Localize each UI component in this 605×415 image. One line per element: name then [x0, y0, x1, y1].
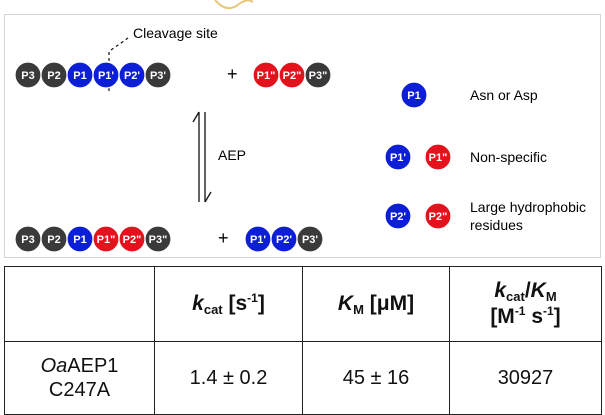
legend-badge: P2'	[384, 202, 412, 230]
legend-badge: P1"	[424, 143, 452, 171]
svg-text:P1": P1"	[97, 234, 116, 246]
svg-text:P3': P3'	[150, 70, 166, 82]
kinetics-table: kcat [s-1] KM [μM] kcat/KM [M-1 s-1] OaA…	[4, 266, 602, 415]
svg-text:P1': P1'	[98, 70, 114, 82]
svg-text:P1': P1'	[250, 234, 266, 246]
residue-badge-1: P2	[40, 225, 68, 253]
header-kcat: kcat [s-1]	[154, 266, 303, 342]
table-row: OaAEP1 C247A 1.4 ± 0.2 45 ± 16 30927	[4, 341, 602, 415]
residue-badge-1: P2"	[278, 61, 306, 89]
cleavage-site-label: Cleavage site	[133, 25, 218, 41]
residue-badge-0: P3	[14, 61, 42, 89]
svg-text:P2': P2'	[124, 70, 140, 82]
legend-badge: P1'	[384, 143, 412, 171]
svg-text:P1": P1"	[429, 152, 448, 164]
svg-text:P1: P1	[407, 90, 420, 102]
residue-badge-4: P2"	[118, 225, 146, 253]
cleavage-pointer	[110, 37, 129, 51]
residue-badge-5: P3"	[144, 225, 172, 253]
equilibrium-arrows	[192, 111, 212, 203]
table-header-row: kcat [s-1] KM [μM] kcat/KM [M-1 s-1]	[4, 266, 602, 342]
residue-badge-3: P1'	[92, 61, 120, 89]
svg-text:P2': P2'	[390, 211, 406, 223]
residue-badge-2: P3"	[304, 61, 332, 89]
residue-badge-3: P1"	[92, 225, 120, 253]
svg-text:P2": P2"	[283, 70, 302, 82]
residue-badge-0: P1"	[252, 61, 280, 89]
residue-badge-0: P3	[14, 225, 42, 253]
nucleophile-chain: P1" P2" P3"	[252, 61, 332, 89]
svg-text:P2: P2	[47, 234, 60, 246]
residue-badge-2: P1	[66, 225, 94, 253]
svg-text:P1: P1	[73, 70, 86, 82]
legend-text: Large hydrophobic	[470, 199, 586, 215]
residue-badge-2: P1	[66, 61, 94, 89]
svg-text:P2: P2	[47, 70, 60, 82]
km-value: 45 ± 16	[302, 341, 450, 415]
diagram-panel	[4, 14, 601, 258]
product-chain: P3 P2 P1 P1" P2" P3"	[14, 225, 172, 253]
svg-text:P3": P3"	[309, 70, 328, 82]
header-empty	[4, 266, 155, 342]
svg-text:P3': P3'	[302, 234, 318, 246]
kcat-value: 1.4 ± 0.2	[154, 341, 303, 415]
svg-text:P2": P2"	[123, 234, 142, 246]
svg-text:P2": P2"	[429, 211, 448, 223]
svg-text:P1: P1	[73, 234, 86, 246]
legend-text: residues	[470, 217, 523, 233]
residue-badge-1: P2	[40, 61, 68, 89]
svg-text:P1': P1'	[390, 152, 406, 164]
leaving-group-chain: P1' P2' P3'	[244, 225, 324, 253]
residue-badge-0: P1'	[244, 225, 272, 253]
svg-text:P3: P3	[21, 70, 34, 82]
svg-text:P1": P1"	[257, 70, 276, 82]
residue-badge-5: P3'	[144, 61, 172, 89]
plus-sign-bottom: +	[218, 228, 229, 248]
svg-text:P3": P3"	[149, 234, 168, 246]
residue-badge-4: P2'	[118, 61, 146, 89]
enzyme-name-cell: OaAEP1 C247A	[4, 341, 155, 415]
header-kcat-km: kcat/KM [M-1 s-1]	[449, 266, 602, 342]
plus-sign-top: +	[227, 64, 238, 84]
svg-text:P3: P3	[21, 234, 34, 246]
svg-text:P2': P2'	[276, 234, 292, 246]
decorative-logo-fragment	[214, 0, 254, 10]
kcat-km-value: 30927	[449, 341, 602, 415]
legend-text: Non-specific	[470, 149, 547, 165]
legend-badge: P2"	[424, 202, 452, 230]
substrate-chain: P3 P2 P1 P1' P2' P3'	[14, 61, 172, 89]
legend-text: Asn or Asp	[470, 87, 538, 103]
residue-badge-2: P3'	[296, 225, 324, 253]
enzyme-label: AEP	[218, 147, 246, 163]
header-km: KM [μM]	[302, 266, 450, 342]
legend-badge: P1	[400, 81, 428, 109]
residue-badge-1: P2'	[270, 225, 298, 253]
